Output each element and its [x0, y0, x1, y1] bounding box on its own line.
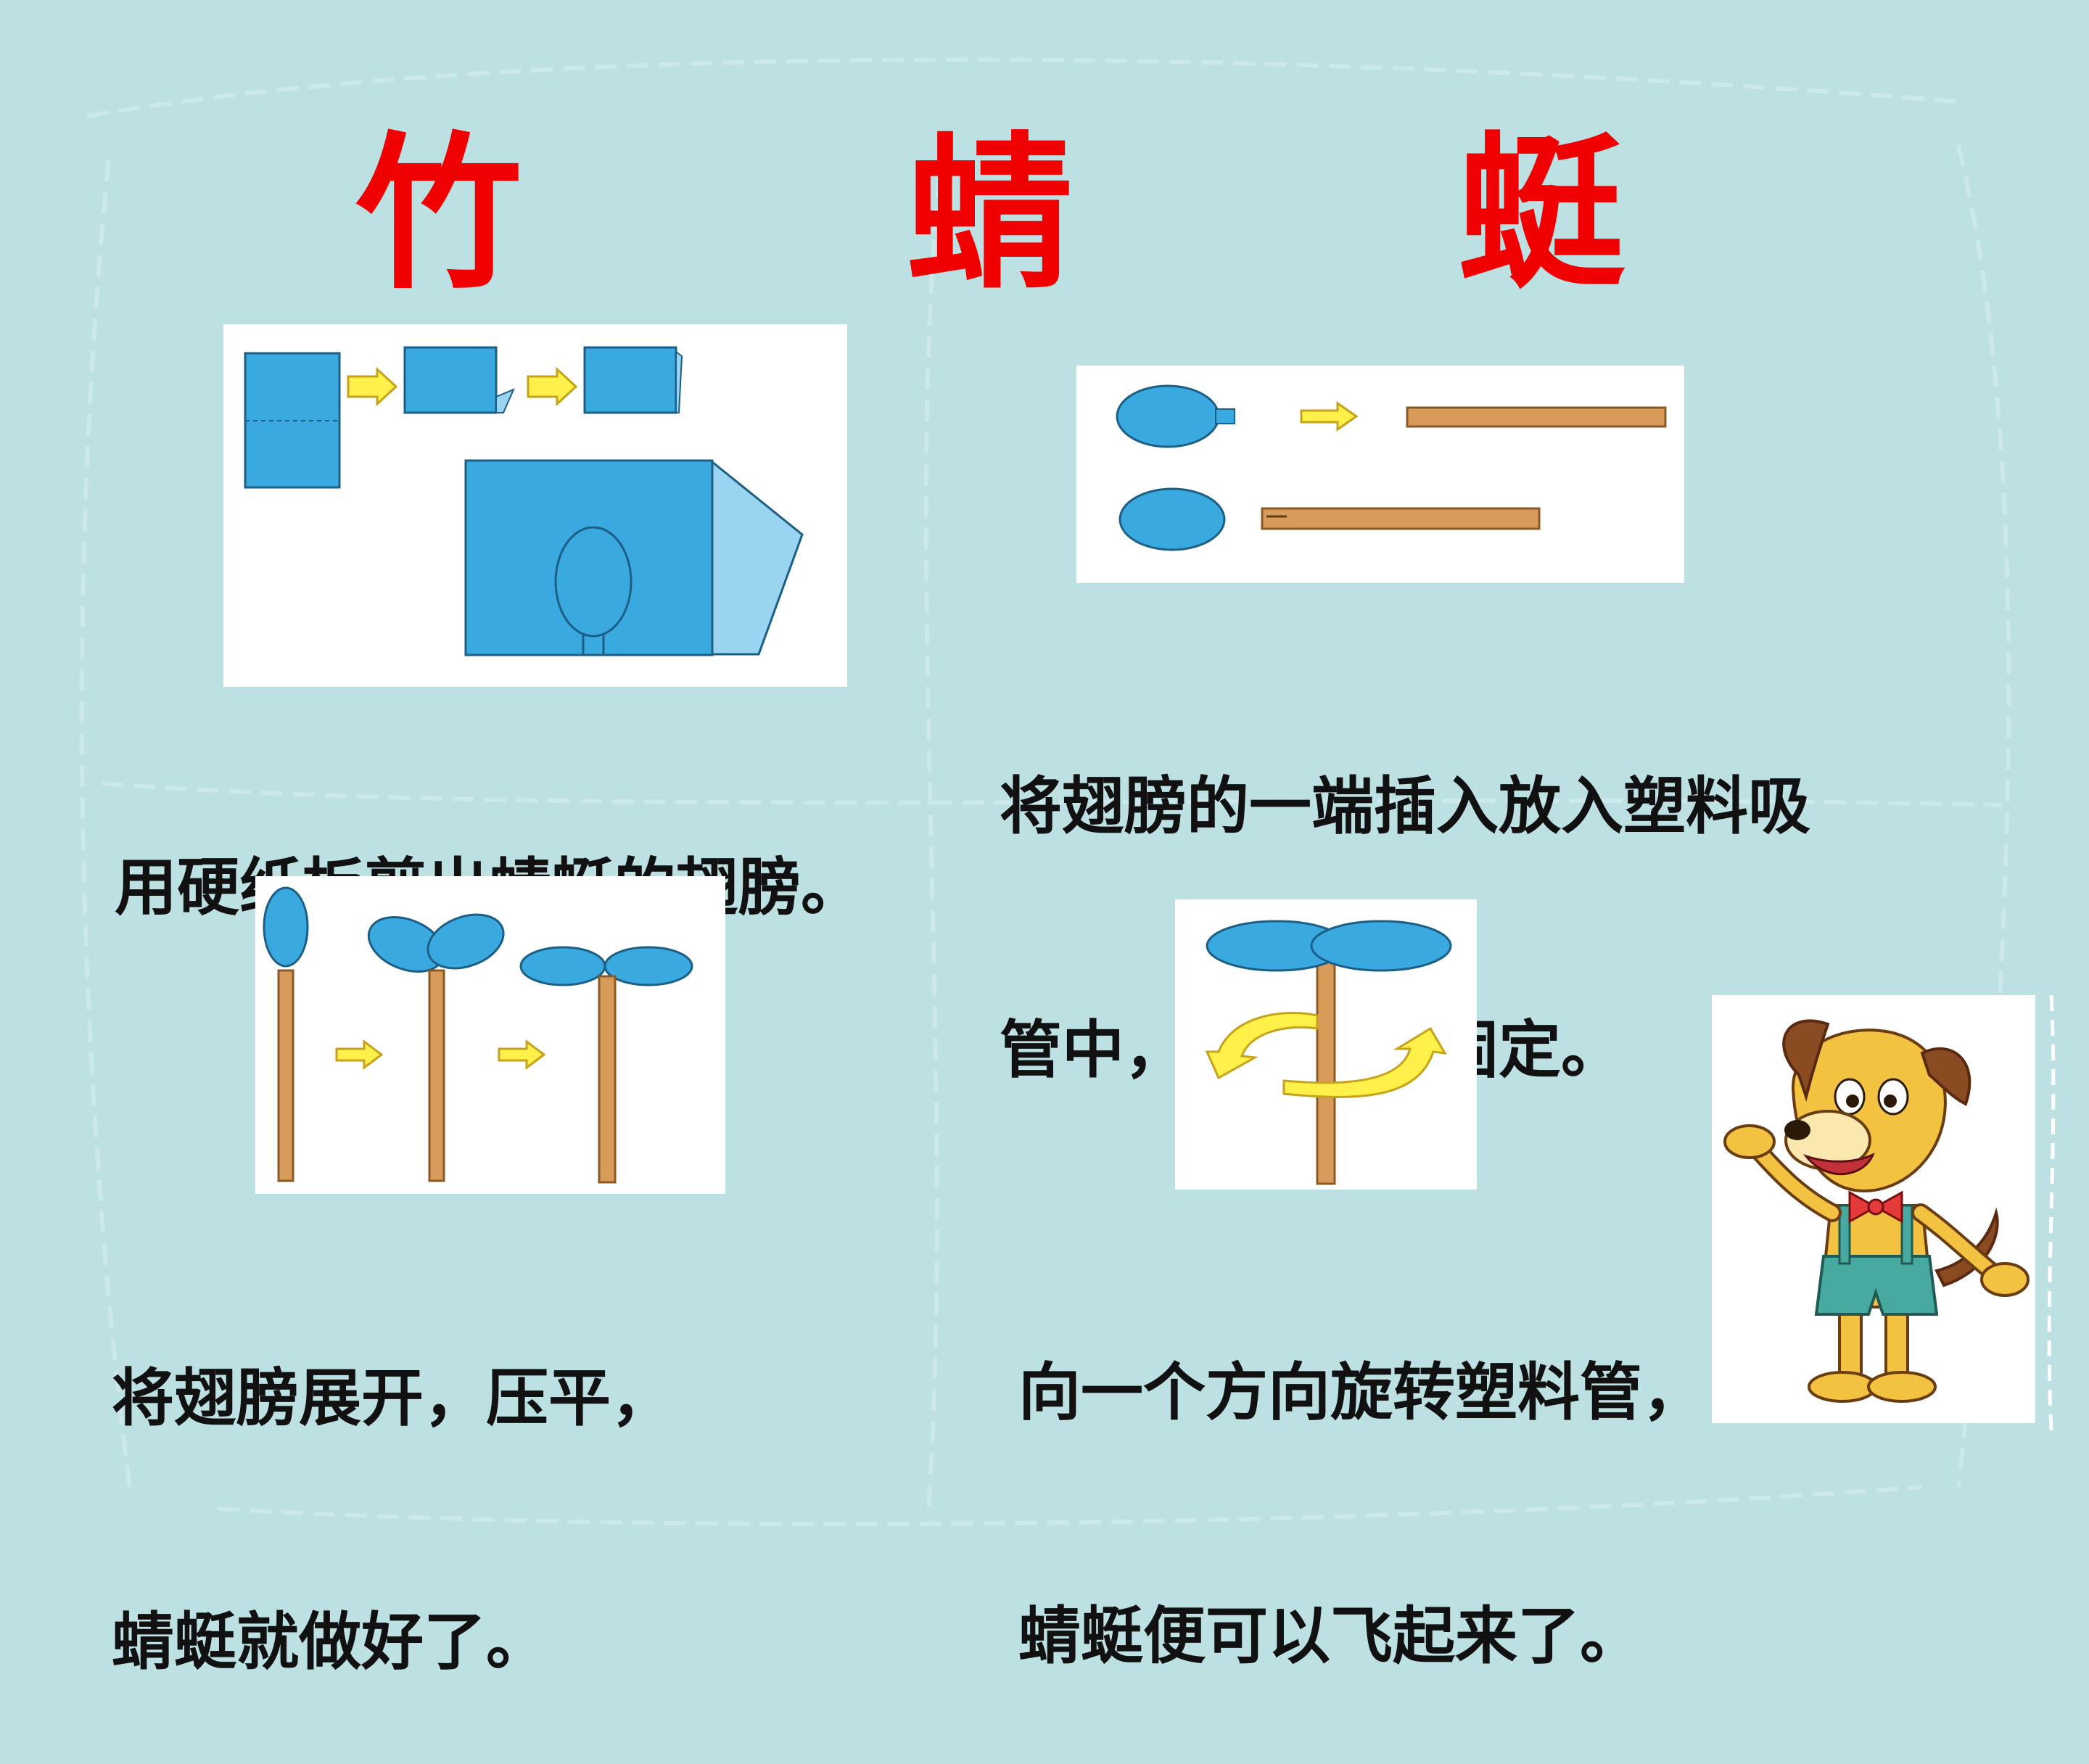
paper-fold-icon — [244, 346, 683, 489]
step3-illustration — [255, 876, 725, 1194]
wing-insert-icon — [1116, 384, 1667, 551]
step2-illustration — [1076, 366, 1684, 583]
step4-caption-line: 向一个方向旋转塑料管， — [1018, 1356, 1705, 1429]
page-title: 竹 蜻 蜓 — [355, 116, 1734, 312]
step2-caption-line: 将翅膀的一端插入放入塑料吸 — [1000, 770, 1810, 843]
mascot-border-decoration — [2047, 995, 2056, 1431]
step4-caption-line: 蜻蜓便可以飞起来了。 — [1018, 1599, 1642, 1673]
wings-unfold-icon — [263, 886, 693, 1184]
wing-cut-icon — [464, 459, 804, 656]
step1-illustration — [223, 324, 847, 687]
rotate-straw-icon — [1205, 920, 1452, 1185]
cartoon-dog-mascot-icon — [1723, 1019, 2030, 1403]
step3-caption-line: 将翅膀展开，压平， — [112, 1361, 673, 1435]
step4-illustration — [1175, 899, 1477, 1190]
step3-caption-line: 蜻蜓就做好了。 — [112, 1605, 548, 1678]
mascot-panel — [1712, 995, 2035, 1423]
step4-caption: 向一个方向旋转塑料管， 蜻蜓便可以飞起来了。 — [1018, 1190, 1705, 1758]
step3-caption: 将翅膀展开，压平， 蜻蜓就做好了。 — [112, 1195, 673, 1764]
